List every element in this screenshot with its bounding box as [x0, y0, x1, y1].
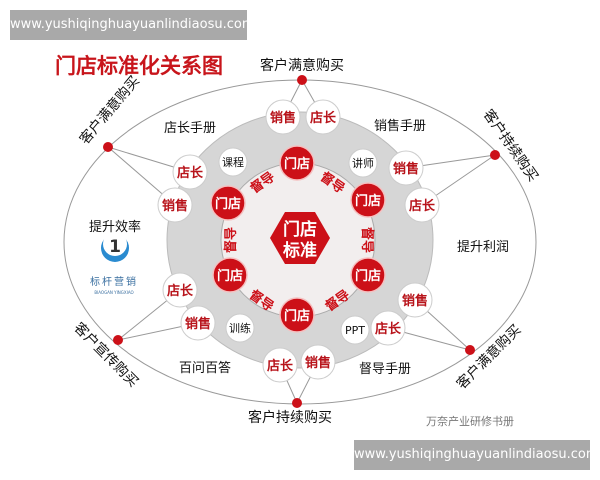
outcome-label: 客户满意购买 [260, 57, 344, 74]
zone-label: 销售手册 [374, 118, 426, 134]
resource-node [340, 315, 370, 345]
role-node-label: 销售 [185, 316, 211, 332]
role-node [180, 305, 216, 341]
resource-node [348, 148, 378, 178]
zone-label: 督导手册 [359, 362, 411, 377]
supervisor-link-label: 督导 [223, 227, 239, 253]
store-node [279, 297, 315, 333]
store-node [210, 185, 246, 221]
role-node-label: 销售 [162, 198, 188, 214]
store-node-label: 门店 [355, 268, 381, 284]
center-hexagon [270, 212, 330, 264]
diagram-title: 门店标准化关系图 [55, 54, 223, 78]
resource-node-label: 课程 [222, 156, 244, 169]
role-node [265, 99, 301, 135]
outcome-dot [103, 142, 113, 152]
logo: 1 标杆营销 BIAOGAN YINGXIAO [90, 232, 138, 295]
role-node [162, 272, 198, 308]
zone-label: 百问百答 [179, 360, 231, 376]
store-node-label: 门店 [284, 156, 310, 172]
resource-node-label: 训练 [229, 321, 251, 335]
role-node [172, 154, 208, 190]
store-node-label: 门店 [355, 193, 381, 209]
supervisor-link-label: 督导 [359, 227, 375, 253]
logo-name: 标杆营销 [90, 275, 138, 288]
zone-label: 提升效率 [89, 219, 141, 235]
logo-mark: 1 [109, 237, 121, 257]
role-node-label: 店长 [375, 321, 402, 337]
role-node-label: 店长 [177, 165, 204, 181]
store-node-label: 门店 [217, 268, 243, 284]
outcome-dot [113, 335, 123, 345]
role-node [157, 187, 193, 223]
watermark-banner-top: www.yushiqinghuayuanlindiaosu.com [10, 10, 255, 40]
resource-node-label: 讲师 [352, 156, 374, 170]
outcome-dot [465, 345, 475, 355]
outcome-dot [490, 150, 500, 160]
role-node [370, 310, 406, 346]
center-label-line2: 标准 [283, 240, 317, 261]
watermark-banner-bottom: www.yushiqinghuayuanlindiaosu.com [354, 440, 599, 470]
role-node-label: 店长 [409, 198, 436, 214]
role-node-label: 店长 [167, 283, 194, 299]
resource-node-label: PPT [345, 324, 365, 337]
store-node [212, 257, 248, 293]
store-node-label: 门店 [284, 308, 310, 324]
role-node [262, 347, 298, 383]
role-node-label: 店长 [310, 110, 337, 126]
store-node-label: 门店 [215, 196, 241, 212]
role-node [397, 282, 433, 318]
outcome-dot [292, 398, 302, 408]
zone-label: 店长手册 [164, 121, 216, 136]
resource-node [225, 313, 255, 343]
role-node [300, 344, 336, 380]
role-node-label: 销售 [393, 161, 419, 177]
role-node [388, 150, 424, 186]
role-node-label: 销售 [270, 110, 296, 126]
center-label-line1: 门店 [283, 219, 317, 240]
role-node-label: 销售 [305, 355, 331, 371]
role-node [404, 187, 440, 223]
zone-label: 提升利润 [457, 239, 509, 255]
outcome-dot [297, 75, 307, 85]
role-node-label: 销售 [402, 293, 428, 309]
role-node [305, 99, 341, 135]
role-node-label: 店长 [267, 358, 294, 374]
resource-node [218, 147, 248, 177]
signature: 万奈产业研修书册 [426, 414, 514, 428]
store-node [279, 145, 315, 181]
outcome-label: 客户持续购买 [248, 409, 332, 426]
logo-sub: BIAOGAN YINGXIAO [94, 290, 133, 295]
store-node [350, 257, 386, 293]
store-node [350, 182, 386, 218]
